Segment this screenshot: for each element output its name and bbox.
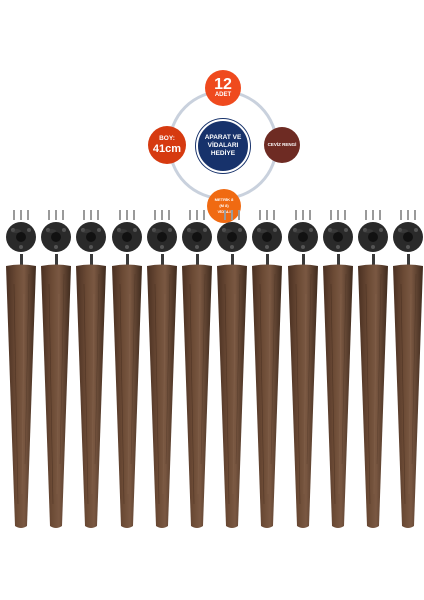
wooden-leg <box>322 264 353 528</box>
color-label: CEVİZ RENGİ <box>267 142 297 147</box>
table-leg <box>319 210 357 535</box>
screw-line-1: METRİK 8 <box>214 197 234 202</box>
table-legs-row <box>0 210 424 540</box>
screw-pins <box>117 210 137 222</box>
screw-pins <box>81 210 101 222</box>
table-leg <box>248 210 286 535</box>
wooden-leg <box>41 264 72 528</box>
screw-pins <box>363 210 383 222</box>
accessories-line-1: APARAT VE <box>204 134 242 141</box>
length-label: BOY: <box>159 135 175 142</box>
mounting-plate <box>393 222 424 252</box>
wooden-leg <box>76 264 107 528</box>
mounting-plate <box>322 222 353 252</box>
table-leg <box>72 210 110 535</box>
table-leg <box>354 210 392 535</box>
threaded-stud <box>90 254 94 266</box>
color-badge: CEVİZ RENGİ <box>264 127 300 163</box>
threaded-stud <box>196 254 199 266</box>
mounting-plate <box>111 222 142 252</box>
screw-pins <box>257 210 277 222</box>
mounting-plate <box>358 222 388 252</box>
mounting-plate <box>217 222 248 252</box>
table-leg <box>143 210 181 535</box>
screw-pins <box>152 210 172 222</box>
length-value: 41cm <box>152 143 182 155</box>
screw-pins <box>293 210 313 222</box>
threaded-stud <box>20 254 23 266</box>
wooden-leg <box>287 264 318 528</box>
wooden-leg <box>393 264 424 528</box>
mounting-plate <box>182 222 212 252</box>
wooden-leg <box>146 264 177 528</box>
wooden-leg <box>252 264 283 528</box>
quantity-label: ADET <box>214 92 232 98</box>
wooden-leg <box>111 264 142 528</box>
mounting-plate <box>252 222 283 252</box>
feature-infographic: 12 ADET APARAT VE VİDALARI HEDİYE BOY: 4… <box>0 0 424 223</box>
mounting-plate <box>6 222 36 252</box>
wooden-leg <box>182 264 212 528</box>
threaded-stud <box>55 254 59 266</box>
quantity-badge: 12 ADET <box>205 70 241 106</box>
table-leg <box>284 210 322 535</box>
screw-pins <box>187 210 207 222</box>
table-leg <box>178 210 216 535</box>
mounting-plate <box>76 222 107 252</box>
screw-pins <box>11 210 31 222</box>
threaded-stud <box>407 254 411 266</box>
threaded-stud <box>231 254 235 266</box>
threaded-stud <box>372 254 375 266</box>
table-leg <box>389 210 424 535</box>
threaded-stud <box>336 254 340 266</box>
wooden-leg <box>6 264 36 528</box>
accessories-line-3: HEDİYE <box>210 150 236 157</box>
wooden-leg <box>358 264 388 528</box>
threaded-stud <box>301 254 305 266</box>
threaded-stud <box>160 254 164 266</box>
accessories-line-2: VİDALARI <box>207 142 239 149</box>
accessories-badge: APARAT VE VİDALARI HEDİYE <box>196 119 250 173</box>
screw-pins <box>398 210 418 222</box>
screw-pins <box>328 210 348 222</box>
screw-badge: METRİK 8 (M 8) VİDALI <box>207 189 241 223</box>
table-leg <box>213 210 251 535</box>
table-leg <box>37 210 75 535</box>
mounting-plate <box>41 222 72 252</box>
mounting-plate <box>146 222 177 252</box>
length-badge: BOY: 41cm <box>148 126 186 164</box>
wooden-leg <box>217 264 248 528</box>
table-leg <box>2 210 40 535</box>
table-leg <box>108 210 146 535</box>
threaded-stud <box>266 254 270 266</box>
screw-line-3: VİDALI <box>217 209 230 215</box>
mounting-plate <box>287 222 318 252</box>
threaded-stud <box>125 254 129 266</box>
screw-pins <box>46 210 66 222</box>
quantity-number: 12 <box>214 76 232 93</box>
screw-pins <box>222 210 242 222</box>
screw-line-2: (M 8) <box>219 203 229 208</box>
